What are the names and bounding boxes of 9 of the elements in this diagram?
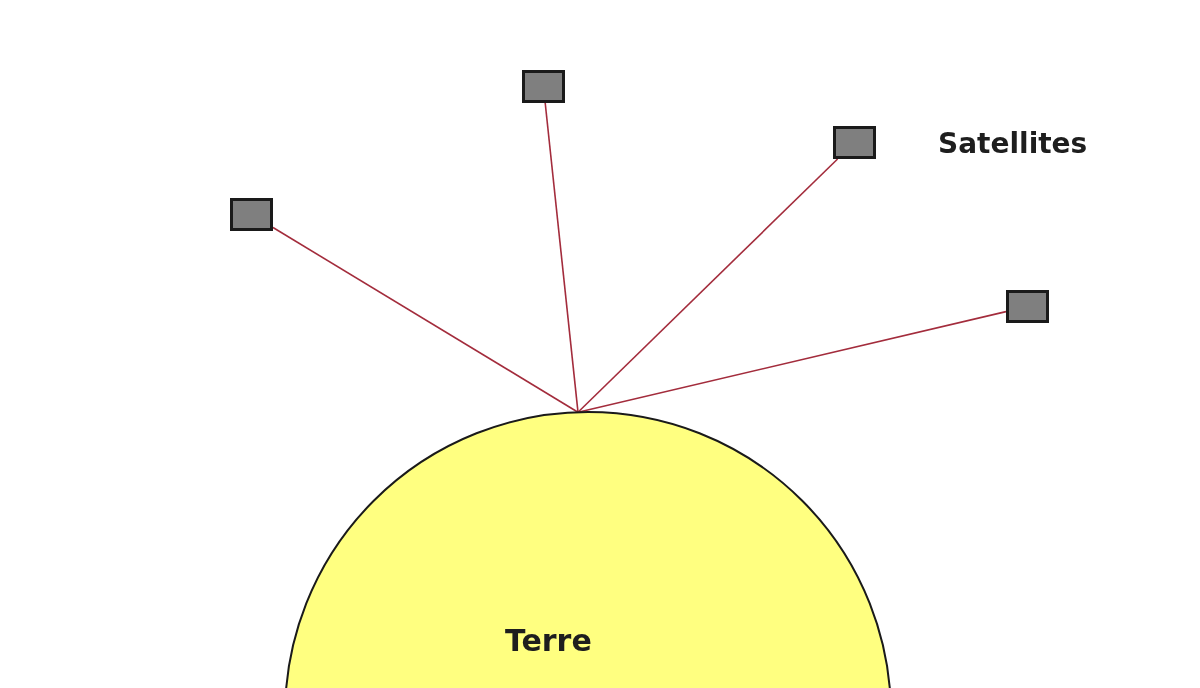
satellites-label: Satellites	[938, 126, 1088, 162]
connector-line	[544, 102, 579, 413]
earth-label: Terre	[505, 623, 592, 659]
satellite-box	[833, 126, 876, 159]
connector-line	[577, 158, 839, 413]
connector-line	[272, 226, 579, 413]
satellite-box	[1006, 290, 1049, 323]
satellite-box	[230, 198, 273, 231]
satellite-box	[522, 70, 565, 103]
